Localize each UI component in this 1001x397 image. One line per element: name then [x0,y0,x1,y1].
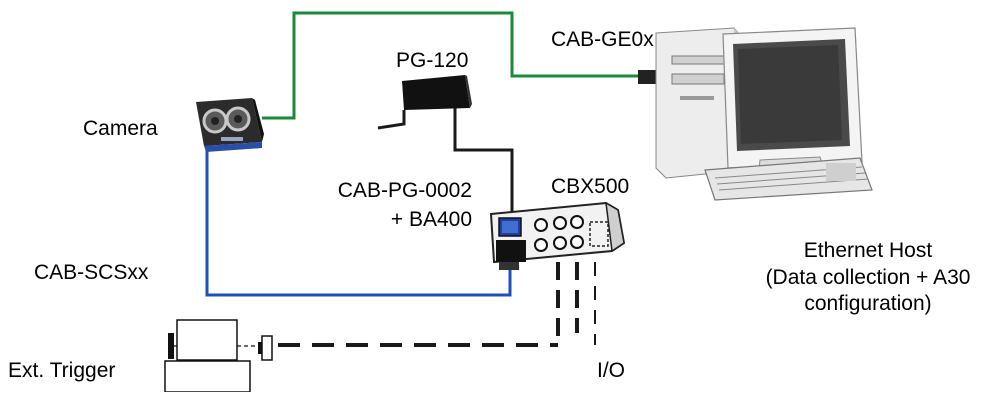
power-cable [453,108,514,218]
cbx500-label: CBX500 [551,175,630,198]
cab-pg-label-line1: CAB-PG-0002 [337,179,472,202]
power-supply-lead [377,110,406,130]
serial-cable [205,143,512,297]
cab-pg-label-line2: + BA400 [390,208,472,231]
host-label-line1: Ethernet Host [803,239,933,262]
connection-box-icon [489,201,626,270]
host-label-line3: configuration) [804,292,932,315]
computer-icon [638,27,873,201]
cab-scs-label: CAB-SCSxx [34,261,149,284]
camera-icon [196,98,264,152]
ethernet-cable [262,11,638,120]
power-supply-icon [402,75,472,110]
ext-trigger-label: Ext. Trigger [8,359,116,382]
photoelectric-sensor-icon [164,319,273,393]
camera-label: Camera [83,117,158,140]
cab-ge-label: CAB-GE0x [551,28,654,51]
host-label-line2: (Data collection + A30 [765,266,971,289]
pg120-label: PG-120 [396,49,469,72]
io-label: I/O [597,359,626,382]
